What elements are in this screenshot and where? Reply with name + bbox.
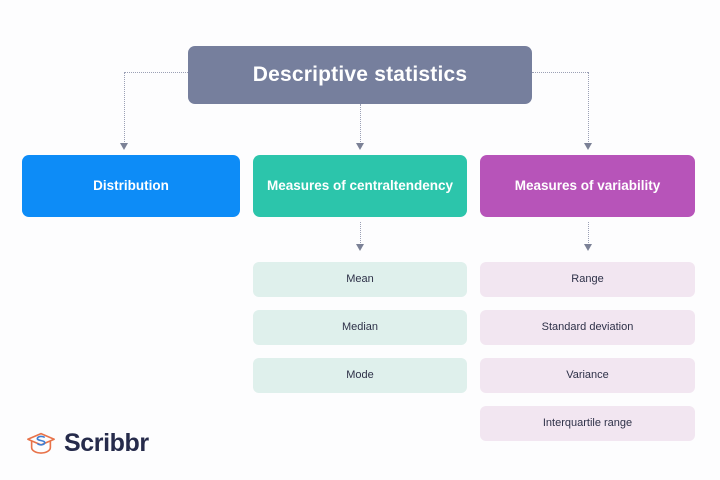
node-distribution[interactable]: Distribution: [22, 155, 240, 217]
node-descriptive-statistics[interactable]: Descriptive statistics: [188, 46, 532, 104]
graduation-cap-icon: [27, 432, 55, 454]
node-label-line1: Measures of central: [266, 177, 394, 193]
node-label-line2: tendency: [393, 177, 454, 193]
arrowhead-to-central-tendency: [355, 143, 364, 150]
node-interquartile-range[interactable]: Interquartile range: [480, 406, 695, 441]
connector-root-to-variability-horizontal: [532, 72, 588, 73]
connector-root-to-variability-vertical: [588, 72, 589, 144]
connector-root-to-distribution-vertical: [124, 72, 125, 144]
node-median[interactable]: Median: [253, 310, 467, 345]
node-mean[interactable]: Mean: [253, 262, 467, 297]
node-measures-of-variability[interactable]: Measures of variability: [480, 155, 695, 217]
node-range[interactable]: Range: [480, 262, 695, 297]
connector-central-tendency-to-children: [360, 222, 361, 245]
arrowhead-to-mean: [355, 244, 364, 251]
node-mode[interactable]: Mode: [253, 358, 467, 393]
node-measures-of-central-tendency[interactable]: Measures of central tendency: [253, 155, 467, 217]
arrowhead-to-range: [583, 244, 592, 251]
connector-root-to-distribution-horizontal: [124, 72, 188, 73]
node-standard-deviation[interactable]: Standard deviation: [480, 310, 695, 345]
node-variance[interactable]: Variance: [480, 358, 695, 393]
scribbr-wordmark: Scribbr: [64, 428, 149, 457]
arrowhead-to-distribution: [119, 143, 128, 150]
scribbr-logo[interactable]: Scribbr: [26, 428, 149, 458]
arrowhead-to-variability: [583, 143, 592, 150]
connector-variability-to-children: [588, 222, 589, 245]
connector-root-to-central-tendency: [360, 104, 361, 144]
